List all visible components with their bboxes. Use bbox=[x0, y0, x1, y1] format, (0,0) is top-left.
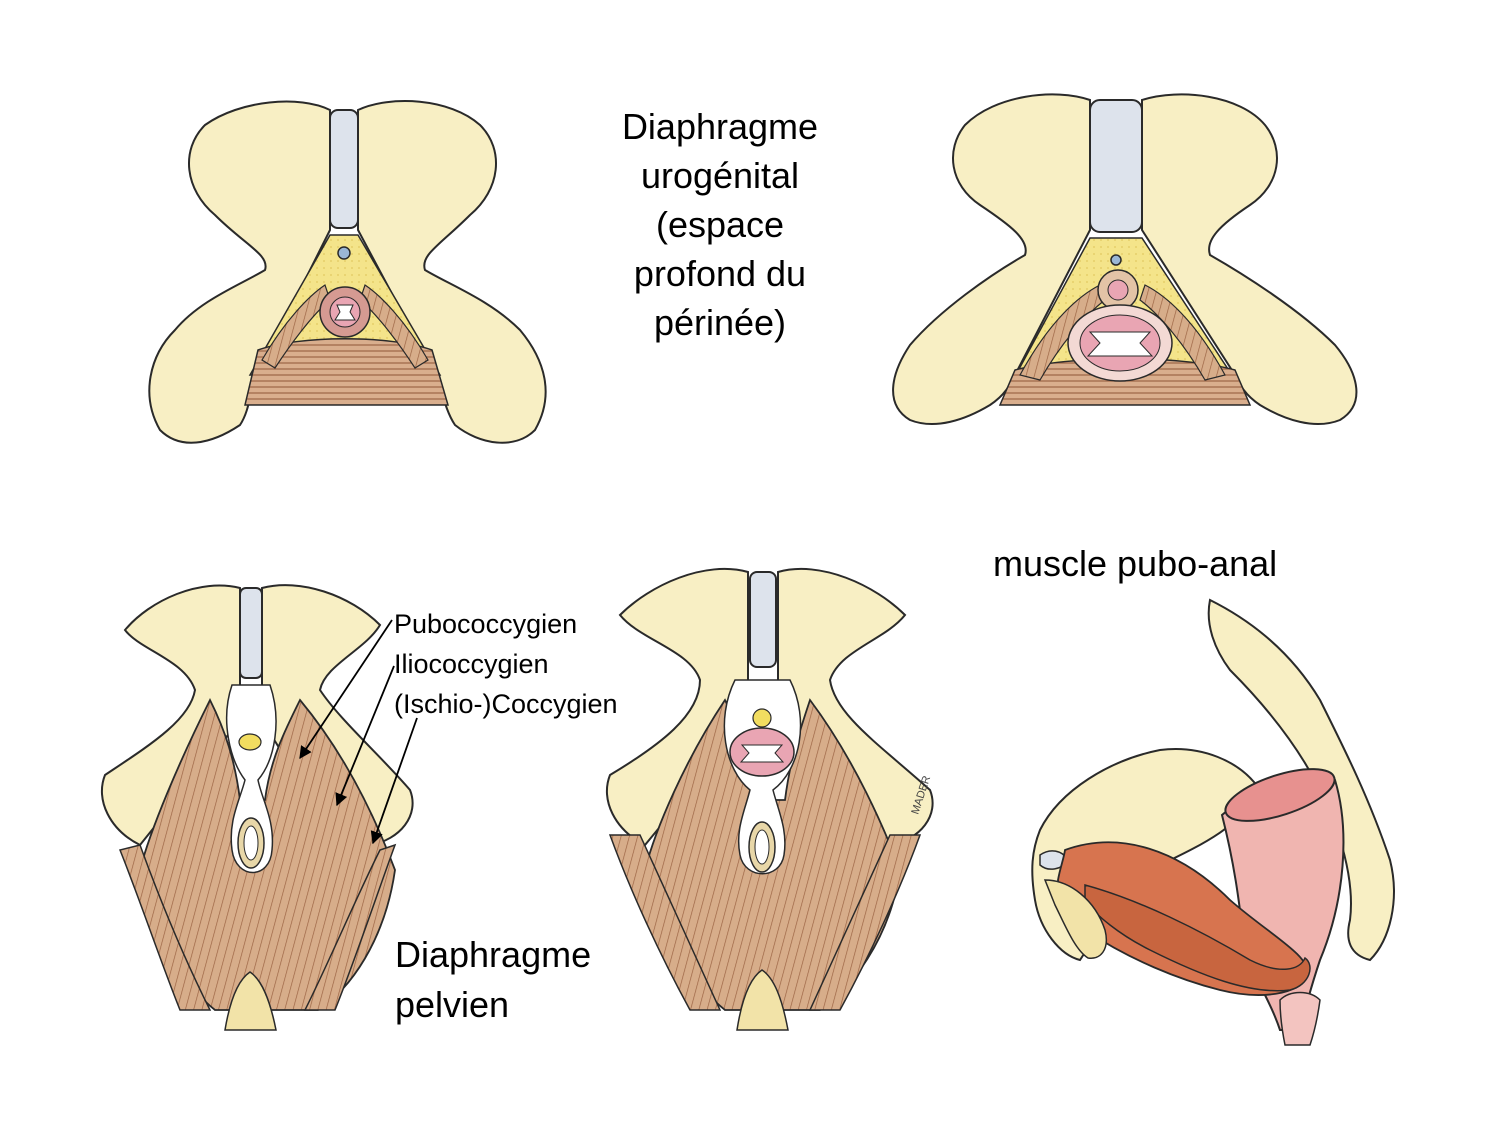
symphysis bbox=[749, 571, 777, 668]
pelvic-diaphragm-title: Diaphragme pelvien bbox=[395, 930, 591, 1030]
pelvic-diagram-middle: MADER bbox=[605, 567, 934, 1031]
bulbospongiosus-right bbox=[1139, 284, 1226, 381]
title-line: Diaphragme bbox=[395, 934, 592, 975]
muscle-list: Pubococcygien Iliococcygien (Ischio-)Coc… bbox=[394, 604, 618, 724]
urethra-lumen bbox=[334, 304, 356, 321]
title-line: Diaphragme bbox=[621, 106, 819, 147]
muscle-label-pubococcygien: Pubococcygien bbox=[394, 609, 578, 639]
coccygeus-right bbox=[808, 834, 922, 1011]
anal-canal bbox=[1279, 991, 1321, 1046]
vagina-lumen bbox=[1086, 331, 1154, 357]
urogenital-hiatus bbox=[723, 679, 802, 875]
title-line: périnée) bbox=[653, 302, 787, 343]
urogenital-diagram-left bbox=[148, 100, 547, 444]
urethra bbox=[238, 733, 262, 751]
urethra-lumen bbox=[1107, 279, 1129, 301]
title-line: pelvien bbox=[395, 984, 510, 1025]
coccygeus-left bbox=[608, 834, 722, 1011]
pelvic-diagram-left bbox=[100, 584, 414, 1031]
symphysis bbox=[239, 587, 263, 679]
puboanal-diagram bbox=[1031, 598, 1395, 1046]
muscle-label-iliococcygien: Iliococcygien bbox=[394, 649, 549, 679]
pointer-coccygien bbox=[370, 717, 418, 845]
label-pointers bbox=[299, 619, 418, 845]
pointer-pubococcygien bbox=[299, 619, 393, 760]
pelvic-bone-left bbox=[605, 567, 749, 847]
muscle-label-coccygien: (Ischio-)Coccygien bbox=[394, 689, 618, 719]
pelvic-bone-right bbox=[777, 567, 934, 847]
pointer-iliococcygien bbox=[335, 665, 395, 807]
perineal-structure bbox=[1043, 879, 1107, 959]
title-line: (espace bbox=[655, 204, 785, 245]
coccygeus-left bbox=[118, 844, 212, 1011]
puboanal-label: muscle pubo-anal bbox=[993, 543, 1278, 584]
symphysis-membrane bbox=[329, 109, 359, 229]
urogenital-hiatus bbox=[225, 684, 277, 874]
pelvic-bone-right bbox=[1141, 93, 1358, 426]
coccyx bbox=[736, 969, 789, 1031]
title-line: profond du bbox=[633, 253, 807, 294]
urogenital-diagram-right bbox=[892, 93, 1358, 426]
anus-inner bbox=[754, 829, 770, 865]
symphysis-membrane bbox=[1089, 99, 1143, 233]
pelvic-bone-left bbox=[100, 584, 241, 847]
rectum-opening bbox=[1224, 768, 1336, 822]
pelvic-bone-left bbox=[892, 93, 1091, 426]
urethra bbox=[752, 708, 772, 728]
anus-inner bbox=[243, 825, 259, 861]
dorsal-vein bbox=[1110, 254, 1122, 266]
title-line: urogénital bbox=[640, 155, 800, 196]
sacrum-coccyx bbox=[1207, 598, 1395, 962]
urogenital-diaphragm-title: Diaphragme urogénital (espace profond du… bbox=[570, 102, 870, 347]
pelvic-bone-right bbox=[357, 100, 547, 444]
vagina-lumen bbox=[739, 744, 785, 763]
puboanal-muscle-sling bbox=[1084, 884, 1311, 992]
coccyx bbox=[224, 971, 277, 1031]
coccygeus-right bbox=[303, 843, 397, 1011]
dorsal-vein bbox=[337, 246, 351, 260]
pelvic-bone-left bbox=[148, 100, 331, 444]
